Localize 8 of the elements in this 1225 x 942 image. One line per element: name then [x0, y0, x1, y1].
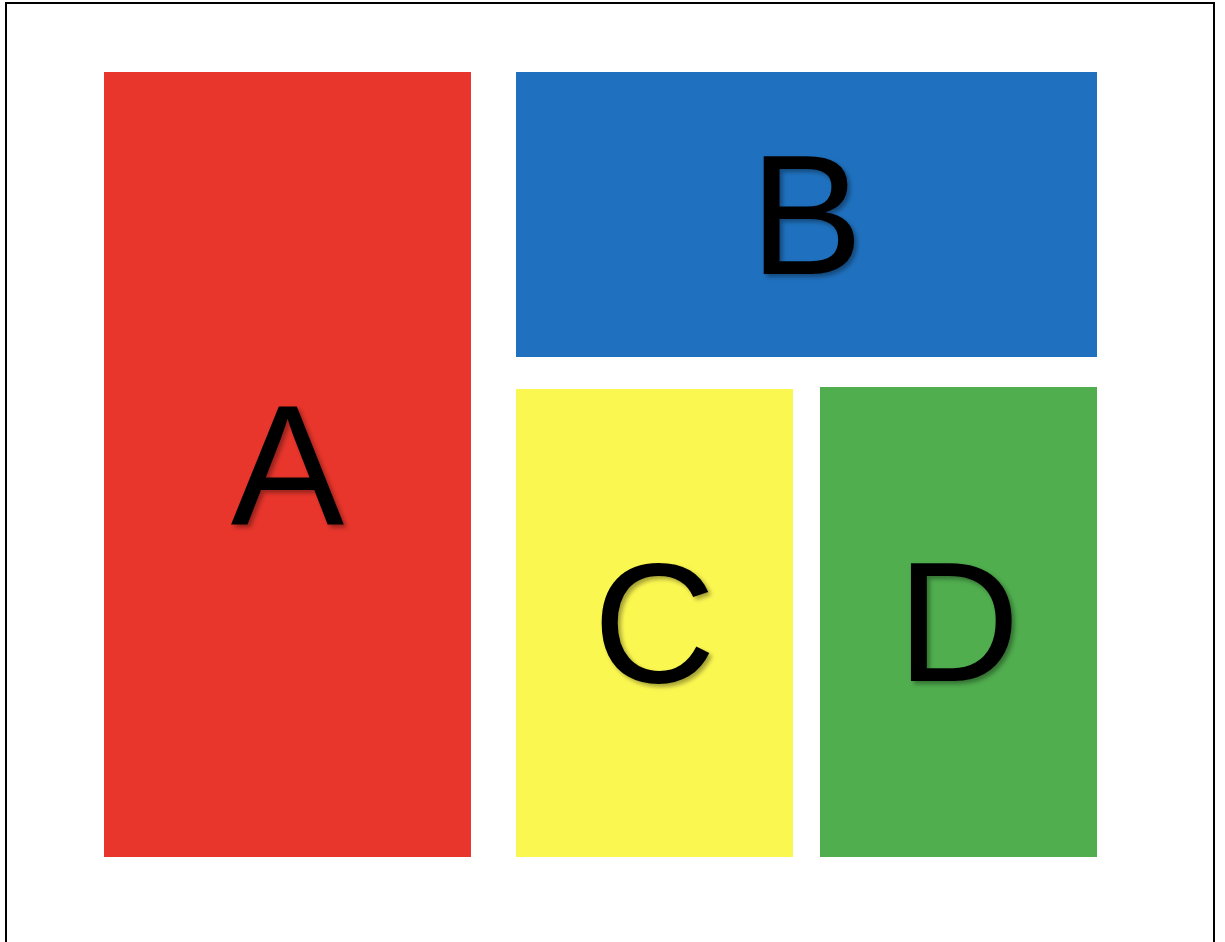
panel-letter: D — [897, 537, 1020, 707]
colored-panel — [104, 72, 471, 857]
colored-panel — [516, 72, 1097, 357]
colored-panel — [820, 387, 1097, 857]
panel-letter: B — [749, 129, 864, 300]
colored-panel — [516, 389, 793, 857]
panel-letter: A — [230, 379, 345, 550]
panel-letter: C — [593, 538, 716, 708]
